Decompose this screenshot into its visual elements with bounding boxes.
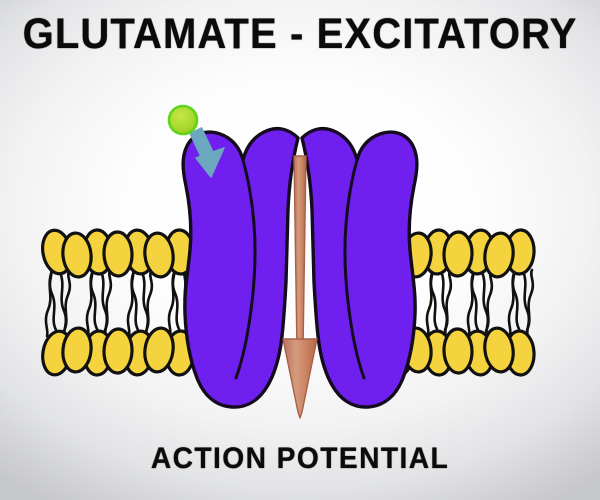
channel-subunit-left (181, 126, 300, 409)
lipid-bilayer-left (41, 228, 196, 377)
lipid-tails-left (44, 267, 195, 339)
glutamate-binding-group[interactable] (167, 104, 225, 178)
ion-flow-arrow-head (282, 338, 318, 419)
binding-arrow (189, 127, 225, 178)
binding-arrow-head (195, 147, 225, 178)
channel-subunit-seams (234, 158, 366, 380)
channel-subunit-right (300, 126, 419, 409)
glutamate-molecule[interactable] (167, 104, 199, 136)
figure-title: GLUTAMATE - EXCITATORY (22, 10, 578, 58)
lipid-heads-right-upper (381, 228, 536, 279)
ion-flow-arrow (282, 155, 318, 419)
figure-caption: ACTION POTENTIAL (150, 442, 450, 475)
lipid-heads-left-lower (41, 326, 196, 377)
lipid-heads-left-upper (41, 228, 196, 279)
ion-channel-protein[interactable] (181, 126, 419, 409)
ion-flow-arrow-shaft (293, 155, 307, 353)
